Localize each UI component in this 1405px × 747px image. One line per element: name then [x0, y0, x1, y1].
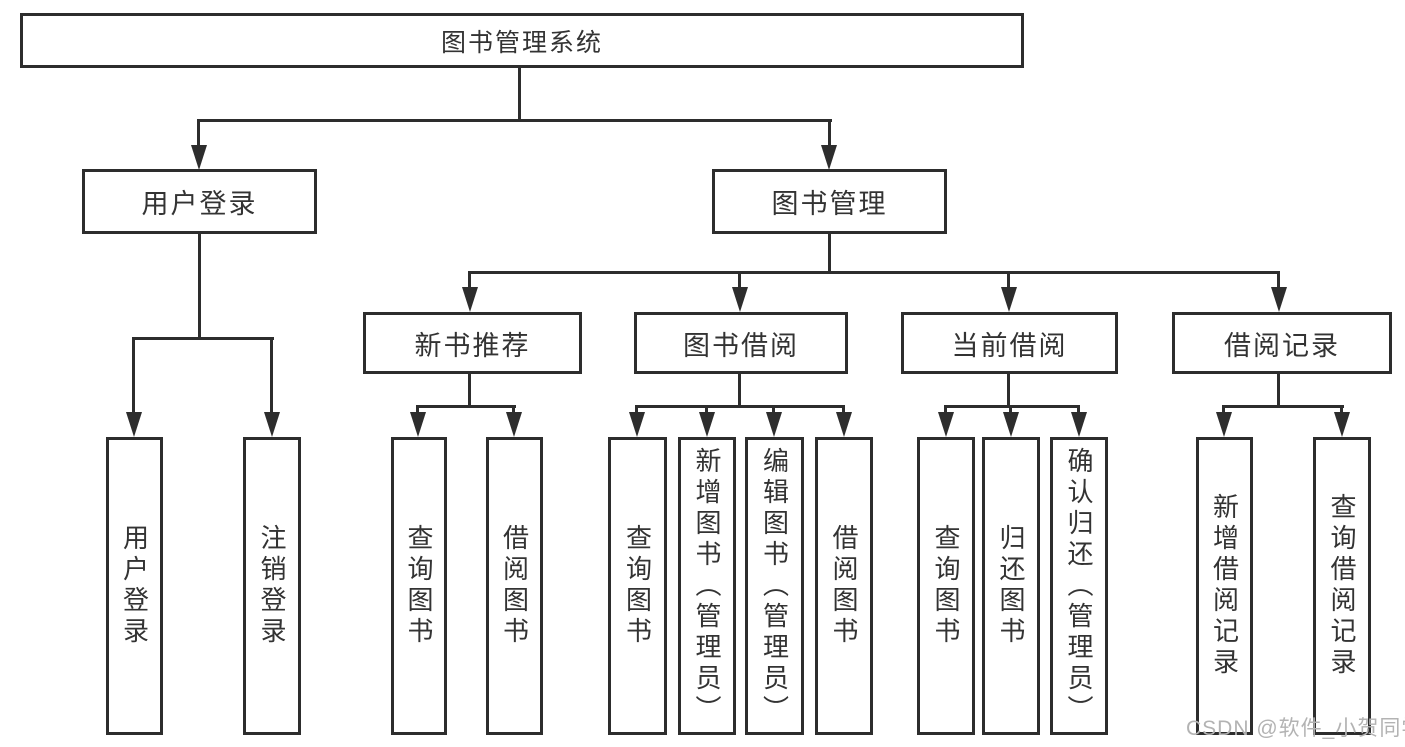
leaf-br-add-record: 新增借阅记录 [1196, 437, 1253, 735]
arrow-down-icon [629, 412, 645, 437]
arrow-down-icon [264, 412, 280, 437]
arrow-down-icon [191, 145, 207, 170]
connector-user-login-stem [198, 234, 201, 340]
node-book-mgmt: 图书管理 [712, 169, 947, 234]
connector-current-stem [1007, 374, 1010, 408]
connector-leaf-drop [1222, 408, 1225, 414]
leaf-bb-edit-books-admin: 编辑图书（管理员） [745, 437, 804, 735]
leaf-nb-borrow-books: 借阅图书 [486, 437, 543, 735]
leaf-nb-query-books: 查询图书 [391, 437, 447, 735]
connector-records-drop [1277, 274, 1280, 288]
leaf-bb-query-books: 查询图书 [608, 437, 667, 735]
arrow-down-icon [506, 412, 522, 437]
leaf-bb-add-books-admin: 新增图书（管理员） [678, 437, 736, 735]
leaf-cb-query-books-label: 查询图书 [931, 524, 961, 648]
leaf-bb-borrow-books-label: 借阅图书 [829, 524, 859, 648]
arrow-down-icon [938, 412, 954, 437]
node-user-login-label: 用户登录 [141, 189, 258, 219]
arrow-down-icon [1334, 412, 1350, 437]
arrow-down-icon [1216, 412, 1232, 437]
arrow-down-icon [1003, 412, 1019, 437]
connector-leaf-drop [705, 408, 708, 414]
connector-user-login-bus [132, 337, 274, 340]
connector-level3-bus [468, 271, 1280, 274]
connector-leaf-drop [1009, 408, 1012, 414]
node-borrow-records: 借阅记录 [1172, 312, 1392, 374]
leaf-cb-confirm-return-admin: 确认归还（管理员） [1050, 437, 1108, 735]
node-user-login: 用户登录 [82, 169, 317, 234]
connector-leaf-drop [132, 340, 135, 413]
leaf-logout-label: 注销登录 [257, 524, 287, 648]
arrow-down-icon [1271, 287, 1287, 312]
arrow-down-icon [699, 412, 715, 437]
connector-new-book-drop [468, 274, 471, 288]
node-book-borrow: 图书借阅 [634, 312, 848, 374]
arrow-down-icon [766, 412, 782, 437]
node-root: 图书管理系统 [20, 13, 1024, 68]
leaf-nb-query-books-label: 查询图书 [404, 524, 434, 648]
leaf-cb-confirm-return-admin-label: 确认归还（管理员） [1064, 446, 1094, 726]
connector-leaf-drop [416, 408, 419, 414]
connector-level2-bus [197, 119, 832, 122]
arrow-down-icon [462, 287, 478, 312]
leaf-logout: 注销登录 [243, 437, 301, 735]
arrow-down-icon [836, 412, 852, 437]
connector-book-mgmt-stem [828, 234, 831, 274]
arrow-down-icon [732, 287, 748, 312]
leaf-bb-edit-books-admin-label: 编辑图书（管理员） [759, 446, 790, 726]
connector-records-bus [1222, 405, 1344, 408]
connector-root-stem [518, 68, 521, 122]
node-book-borrow-label: 图书借阅 [683, 330, 799, 361]
connector-leaf-drop [772, 408, 775, 414]
connector-user-login-drop [197, 122, 200, 146]
leaf-cb-query-books: 查询图书 [917, 437, 975, 735]
connector-leaf-drop [1340, 408, 1343, 414]
leaf-user-login: 用户登录 [106, 437, 163, 735]
csdn-watermark: CSDN @软件_小贺同学 [1186, 717, 1405, 740]
leaf-nb-borrow-books-label: 借阅图书 [499, 524, 530, 648]
node-new-book-rec: 新书推荐 [363, 312, 582, 374]
connector-book-mgmt-drop [828, 122, 831, 146]
connector-borrow-drop [738, 274, 741, 288]
arrow-down-icon [1001, 287, 1017, 312]
node-root-label: 图书管理系统 [440, 28, 603, 57]
connector-leaf-drop [842, 408, 845, 414]
leaf-br-add-record-label: 新增借阅记录 [1209, 493, 1240, 679]
arrow-down-icon [410, 412, 426, 437]
connector-leaf-drop [1077, 408, 1080, 414]
node-current-borrow-label: 当前借阅 [951, 330, 1068, 361]
connector-current-bus [944, 405, 1080, 408]
node-borrow-records-label: 借阅记录 [1224, 330, 1340, 361]
arrow-down-icon [126, 412, 142, 437]
node-new-book-rec-label: 新书推荐 [414, 330, 531, 361]
connector-borrow-stem [738, 374, 741, 408]
leaf-cb-return-books-label: 归还图书 [996, 524, 1026, 648]
arrow-down-icon [821, 145, 837, 170]
connector-records-stem [1277, 374, 1280, 408]
connector-leaf-drop [635, 408, 638, 414]
leaf-bb-borrow-books: 借阅图书 [815, 437, 873, 735]
leaf-bb-query-books-label: 查询图书 [622, 524, 653, 648]
connector-new-book-stem [468, 374, 471, 408]
connector-leaf-drop [944, 408, 947, 414]
leaf-br-query-record-label: 查询借阅记录 [1327, 493, 1357, 679]
connector-borrow-bus [635, 405, 845, 408]
leaf-br-query-record: 查询借阅记录 [1313, 437, 1371, 735]
connector-new-book-bus [416, 405, 516, 408]
connector-current-drop [1007, 274, 1010, 288]
leaf-user-login-label: 用户登录 [119, 524, 150, 648]
connector-leaf-drop [270, 340, 273, 413]
node-current-borrow: 当前借阅 [901, 312, 1118, 374]
leaf-bb-add-books-admin-label: 新增图书（管理员） [692, 446, 722, 726]
connector-leaf-drop [512, 408, 515, 414]
arrow-down-icon [1071, 412, 1087, 437]
leaf-cb-return-books: 归还图书 [982, 437, 1040, 735]
node-book-mgmt-label: 图书管理 [771, 189, 888, 219]
